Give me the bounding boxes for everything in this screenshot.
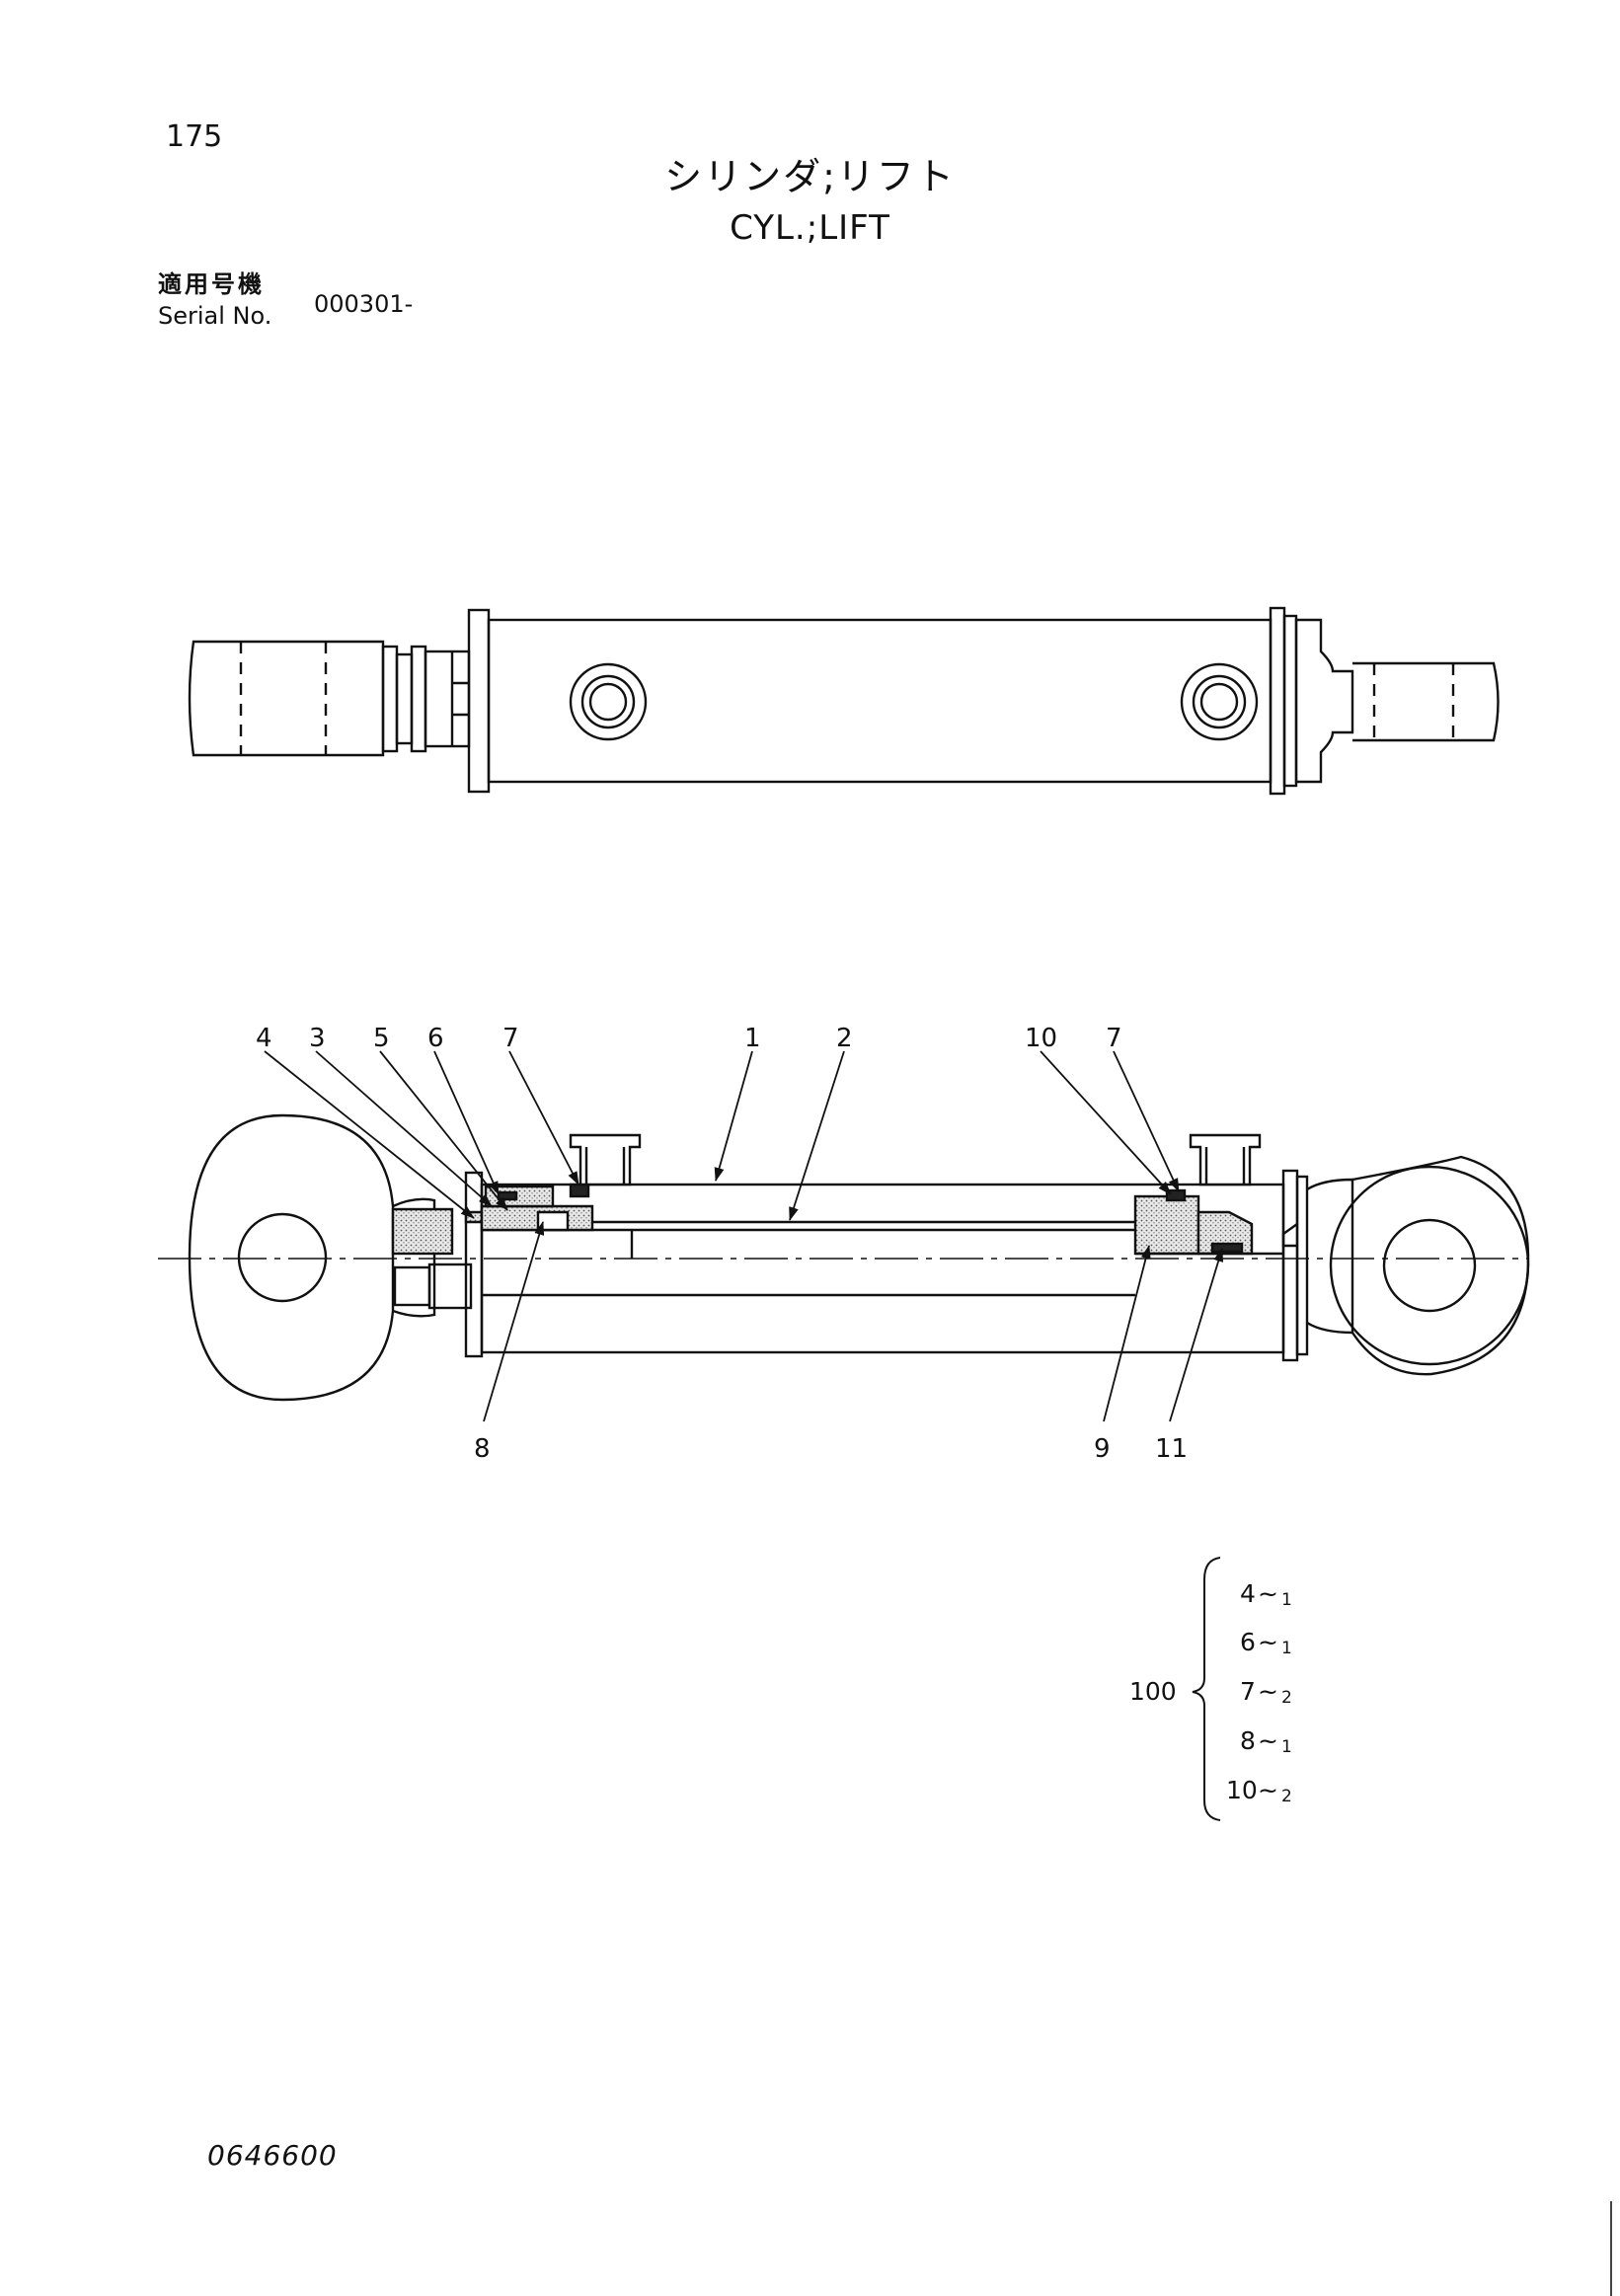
cylinder-top-view bbox=[188, 606, 1500, 796]
kit-item-sep: ~ bbox=[1258, 1726, 1278, 1755]
callout-label: 2 bbox=[836, 1024, 853, 1053]
callout-label: 4 bbox=[256, 1024, 272, 1053]
kit-item-sep: ~ bbox=[1258, 1776, 1278, 1804]
callout-label: 7 bbox=[1106, 1024, 1122, 1053]
kit-item-qty: 1 bbox=[1281, 1737, 1292, 1757]
kit-item-sep: ~ bbox=[1258, 1628, 1278, 1656]
seal-kit-list: 100 4 ~ 1 6 ~ 1 7 ~ 2 8 ~ 1 10 ~ 2 bbox=[1129, 1557, 1292, 1821]
callout-label: 8 bbox=[474, 1434, 491, 1464]
kit-item-qty: 2 bbox=[1281, 1787, 1292, 1806]
callout-label: 1 bbox=[744, 1024, 761, 1053]
kit-item-part: 4 bbox=[1240, 1579, 1256, 1608]
title-japanese: シリンダ;リフト bbox=[664, 155, 956, 198]
callout-label: 3 bbox=[309, 1024, 326, 1053]
serial-label-japanese: 適用号機 bbox=[158, 270, 265, 298]
callout-label: 7 bbox=[502, 1024, 519, 1053]
kit-item-part: 7 bbox=[1240, 1677, 1256, 1706]
kit-item-sep: ~ bbox=[1258, 1579, 1278, 1608]
kit-item-qty: 1 bbox=[1281, 1590, 1292, 1610]
callout-leaders bbox=[264, 1050, 1224, 1422]
callout-label: 11 bbox=[1155, 1434, 1188, 1464]
callout-label: 6 bbox=[427, 1024, 444, 1053]
callout-label: 9 bbox=[1094, 1434, 1111, 1464]
kit-item-qty: 2 bbox=[1281, 1688, 1292, 1708]
callout-label: 5 bbox=[373, 1024, 390, 1053]
callout-label: 10 bbox=[1025, 1024, 1057, 1053]
page-number: 175 bbox=[166, 119, 223, 154]
kit-item-part: 6 bbox=[1240, 1628, 1256, 1656]
kit-item-part: 10 bbox=[1226, 1776, 1258, 1804]
kit-item-part: 8 bbox=[1240, 1726, 1256, 1755]
kit-item-sep: ~ bbox=[1258, 1677, 1278, 1706]
title-english: CYL.;LIFT bbox=[730, 208, 890, 248]
kit-item-qty: 1 bbox=[1281, 1639, 1292, 1658]
kit-number: 100 bbox=[1129, 1677, 1177, 1706]
serial-label-english: Serial No. bbox=[158, 302, 272, 330]
serial-number-value: 000301- bbox=[314, 290, 414, 318]
cylinder-section-view bbox=[158, 1113, 1530, 1402]
callout-labels: 4 3 5 6 7 1 2 10 7 8 9 11 bbox=[256, 1024, 1188, 1464]
document-number: 0646600 bbox=[207, 2139, 338, 2172]
